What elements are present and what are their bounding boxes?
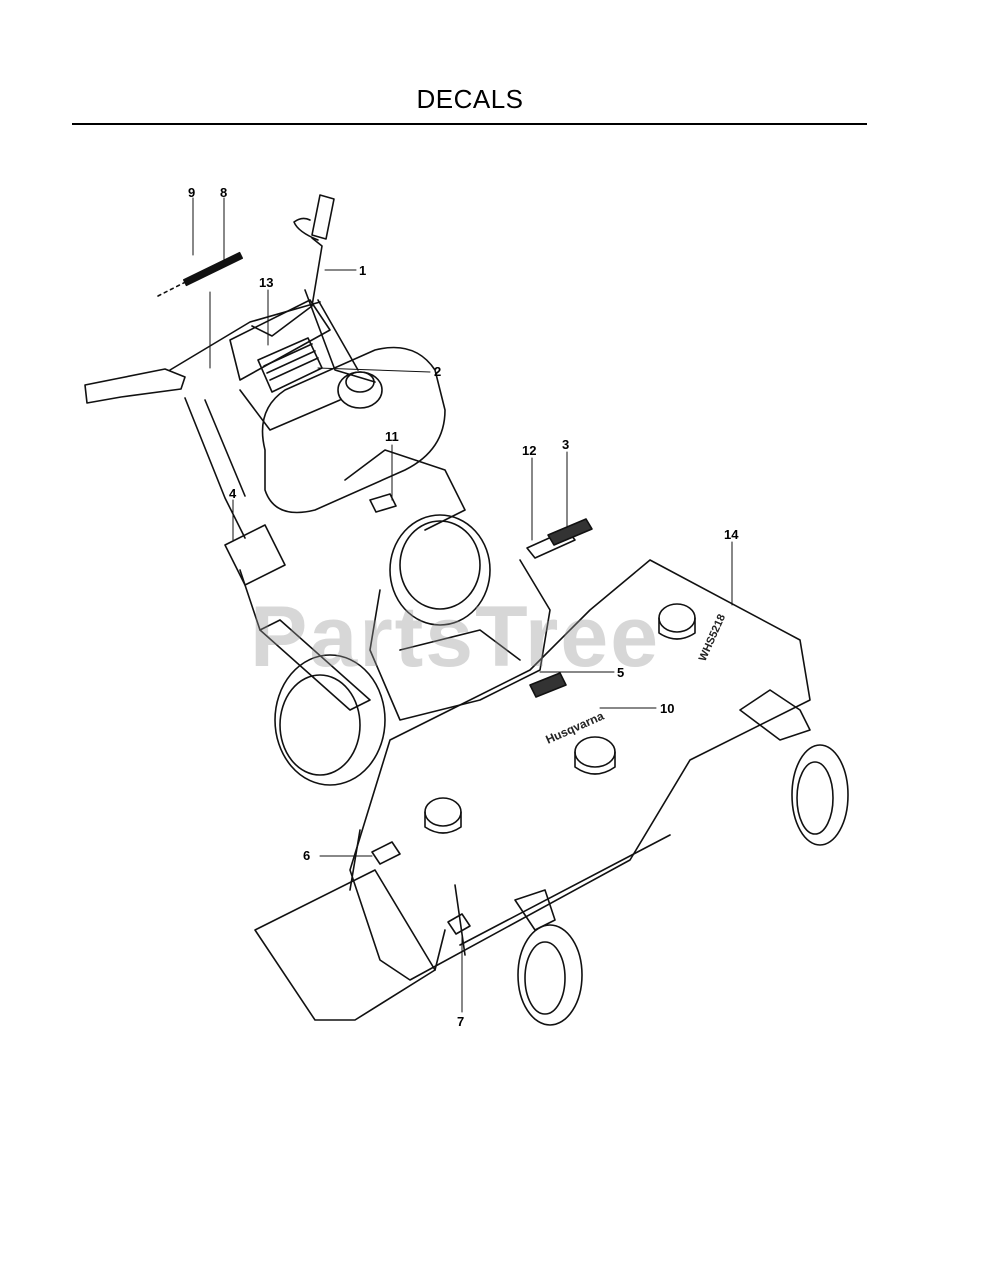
page-title: DECALS <box>416 84 524 114</box>
model-decal: WHS5218 <box>697 613 728 664</box>
callout-8: 8 <box>220 185 228 200</box>
callout-10: 10 <box>660 701 675 716</box>
decal-strips <box>157 251 243 297</box>
callout-5: 5 <box>617 665 625 680</box>
bracket-left <box>224 524 286 631</box>
callout-12: 12 <box>522 443 537 458</box>
watermark: PartsTree <box>250 589 661 685</box>
mower-deck <box>349 559 811 981</box>
callout-7: 7 <box>457 1014 465 1029</box>
engine <box>344 449 551 721</box>
title-divider <box>72 123 867 125</box>
decal-plates <box>369 493 593 935</box>
control-panel <box>257 337 323 393</box>
fuel-tank <box>261 346 446 514</box>
callout-4: 4 <box>229 486 237 501</box>
callout-11: 11 <box>385 429 399 444</box>
leader-lines <box>192 197 733 1013</box>
callout-13: 13 <box>259 275 274 290</box>
brand-decal: Husqvarna <box>544 709 607 747</box>
callout-1: 1 <box>359 263 367 278</box>
callout-2: 2 <box>434 364 442 379</box>
callout-14: 14 <box>724 527 739 542</box>
callout-9: 9 <box>188 185 196 200</box>
rear-wheel <box>259 619 386 786</box>
callout-3: 3 <box>562 437 570 452</box>
caster-wheel-right <box>739 689 849 846</box>
discharge-chute <box>254 869 446 1021</box>
handlebar-assembly <box>84 194 376 539</box>
callout-6: 6 <box>303 848 311 863</box>
caster-wheel-front <box>514 889 583 1026</box>
